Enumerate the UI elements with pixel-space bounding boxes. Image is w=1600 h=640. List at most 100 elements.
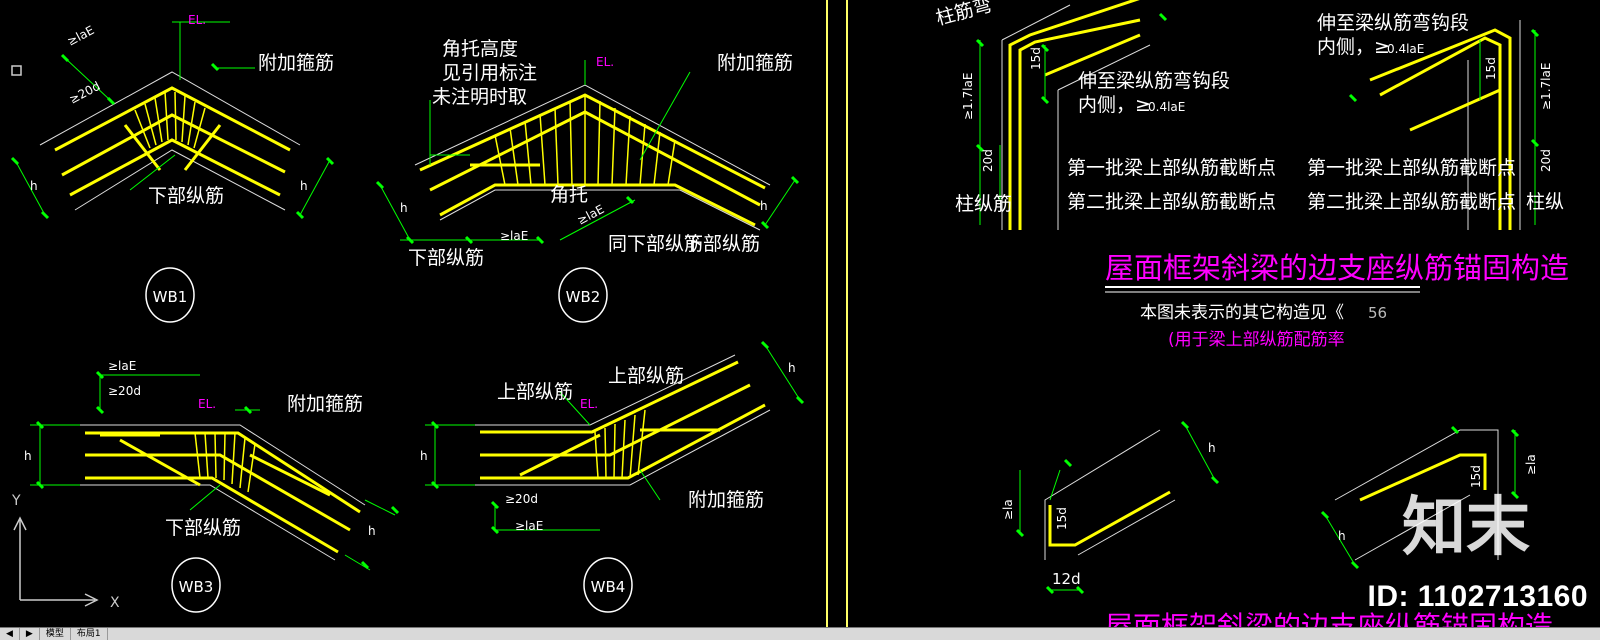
wb4-stirrups (594, 409, 646, 479)
wb3-stirrups (194, 432, 256, 493)
wb3-20d: ≥20d (108, 384, 141, 398)
d15-bottom-left: 15d (1055, 507, 1069, 530)
cut1b-label: 第一批梁上部纵筋截断点 (1307, 157, 1516, 179)
col-bar2-label: 柱纵 (1526, 191, 1564, 213)
cut2a-label: 第二批梁上部纵筋截断点 (1067, 191, 1276, 213)
h-bottom-left: h (1208, 441, 1216, 455)
la-left: ≥la (1001, 499, 1015, 520)
wb4-top2-label: 上部纵筋 (608, 365, 684, 387)
wb3-stirrup-label: 附加箍筋 (287, 393, 363, 415)
wb1-stirrup-label: 附加箍筋 (258, 52, 334, 74)
d20-left: 20d (981, 149, 995, 172)
note1b-label: 56 (1368, 304, 1387, 322)
wb2-note2: 见引用标注 (442, 62, 537, 84)
wb4-stirrup-label: 附加箍筋 (688, 489, 764, 511)
d20-right: 20d (1539, 149, 1553, 172)
right-top-detail-right (1348, 20, 1540, 230)
wb2-bottom2-label: 同下部纵筋 (608, 233, 703, 255)
note1-label: 本图未表示的其它构造见《 (1140, 303, 1344, 323)
wb2-bottom3-label: 下部纵筋 (684, 233, 760, 255)
ext2c-label: 0.4laE (1387, 42, 1424, 56)
tab-next-button[interactable]: ▶ (20, 628, 40, 640)
wb2-h-right: h (760, 199, 768, 213)
wb4-detail: 上部纵筋 上部纵筋 EL. 附加箍筋 ≥20d ≥laE h h WB4 (420, 340, 805, 613)
wb2-label: WB2 (566, 288, 601, 306)
wb2-stirrup-label: 附加箍筋 (717, 52, 793, 74)
wb1-dims (14, 21, 331, 216)
wb2-haunch-label: 角托 (550, 184, 588, 206)
wb4-20d: ≥20d (505, 492, 538, 506)
right-top-detail-left (975, 0, 1168, 230)
wb3-el: EL. (198, 397, 216, 411)
l17-left: ≥1.7laE (961, 73, 975, 120)
wb2-label-circle (558, 267, 608, 323)
col-bend-label: 柱筋弯 (934, 0, 995, 30)
cut2b-label: 第二批梁上部纵筋截断点 (1307, 191, 1516, 213)
wb1-h-left: h (30, 179, 38, 193)
d15-bottom-right: 15d (1469, 465, 1483, 488)
wb4-lae: ≥laE (515, 519, 543, 533)
wb2-note1: 角托高度 (442, 38, 518, 60)
wb3-dims (30, 374, 396, 571)
watermark-id: ID: 1102713160 (1367, 580, 1588, 613)
wb2-detail: 角托高度 见引用标注 未注明时取 EL. 附加箍筋 角托 下部纵筋 同下部纵筋 … (375, 38, 800, 323)
wb4-label-circle (583, 557, 633, 613)
l17-right: ≥1.7laE (1539, 63, 1553, 110)
h-bottom-right: h (1338, 529, 1346, 543)
layout-tabs: ◀▶模型布局1 (0, 627, 1600, 640)
la-right: ≥la (1524, 454, 1538, 475)
right-bottom-detail-left (1015, 420, 1220, 595)
wb1-stirrups (134, 91, 206, 149)
wb1-label-circle (145, 267, 195, 323)
wb4-rebar (480, 360, 766, 480)
tab-prev-button[interactable]: ◀ (0, 628, 20, 640)
wb4-el: EL. (580, 397, 598, 411)
wb1-detail: EL. ≥laE ≥20d 附加箍筋 下部纵筋 h h WB1 (10, 13, 335, 323)
wb4-h-right: h (788, 361, 796, 375)
wb3-detail: ≥laE ≥20d EL. 附加箍筋 下部纵筋 h h WB3 (24, 359, 400, 613)
wb2-stirrups (494, 96, 676, 186)
ext2a-label: 伸至梁纵筋弯钩段 (1317, 12, 1469, 34)
wb1-h-right: h (300, 179, 308, 193)
wb1-ticks (10, 53, 335, 220)
wb2-dims (379, 60, 796, 241)
ext1b-label: 内侧，≥ (1078, 94, 1151, 116)
ext2b-label: 内侧，≥ (1317, 36, 1390, 58)
wb4-label: WB4 (591, 578, 626, 596)
ext1a-label: 伸至梁纵筋弯钩段 (1078, 70, 1230, 92)
wb3-bottom-label: 下部纵筋 (165, 517, 241, 539)
wb2-h-left: h (400, 201, 408, 215)
wb1-concrete-outline (39, 71, 301, 211)
wb3-h-right: h (368, 524, 376, 538)
col-bar-label: 柱纵筋 (955, 193, 1012, 215)
wb2-bottom1-label: 下部纵筋 (408, 247, 484, 269)
wb1-rebar (54, 86, 291, 197)
cut1a-label: 第一批梁上部纵筋截断点 (1067, 157, 1276, 179)
d15-left: 15d (1029, 47, 1043, 70)
ucs-x-label: X (110, 595, 120, 611)
ext1c-label: 0.4laE (1148, 100, 1185, 114)
right-bottom-detail-right (1320, 425, 1520, 570)
wb3-label-circle (171, 557, 221, 613)
note2-label: (用于梁上部纵筋配筋率 (1168, 330, 1345, 350)
wb4-h-left: h (420, 449, 428, 463)
wb1-lae: ≥laE (65, 23, 97, 49)
wb3-concrete-outline (80, 424, 366, 561)
wb1-20d: ≥20d (67, 79, 103, 107)
tab-layout1[interactable]: 布局1 (71, 628, 108, 640)
wb3-h-left: h (24, 449, 32, 463)
wb1-bottom-label: 下部纵筋 (148, 185, 224, 207)
wb2-el: EL. (596, 55, 614, 69)
wb2-ticks (375, 175, 800, 245)
wb3-rebar (85, 431, 361, 554)
section-title: 屋面框架斜梁的边支座纵筋锚固构造 (1105, 251, 1569, 285)
tab-model[interactable]: 模型 (40, 628, 71, 640)
wb3-lae: ≥laE (108, 359, 136, 373)
watermark-logo: 知末 (1402, 491, 1530, 565)
wb2-lae-left: ≥laE (500, 229, 528, 243)
d12-label: 12d (1052, 570, 1081, 588)
wb3-label: WB3 (179, 578, 214, 596)
wb4-top1-label: 上部纵筋 (497, 381, 573, 403)
